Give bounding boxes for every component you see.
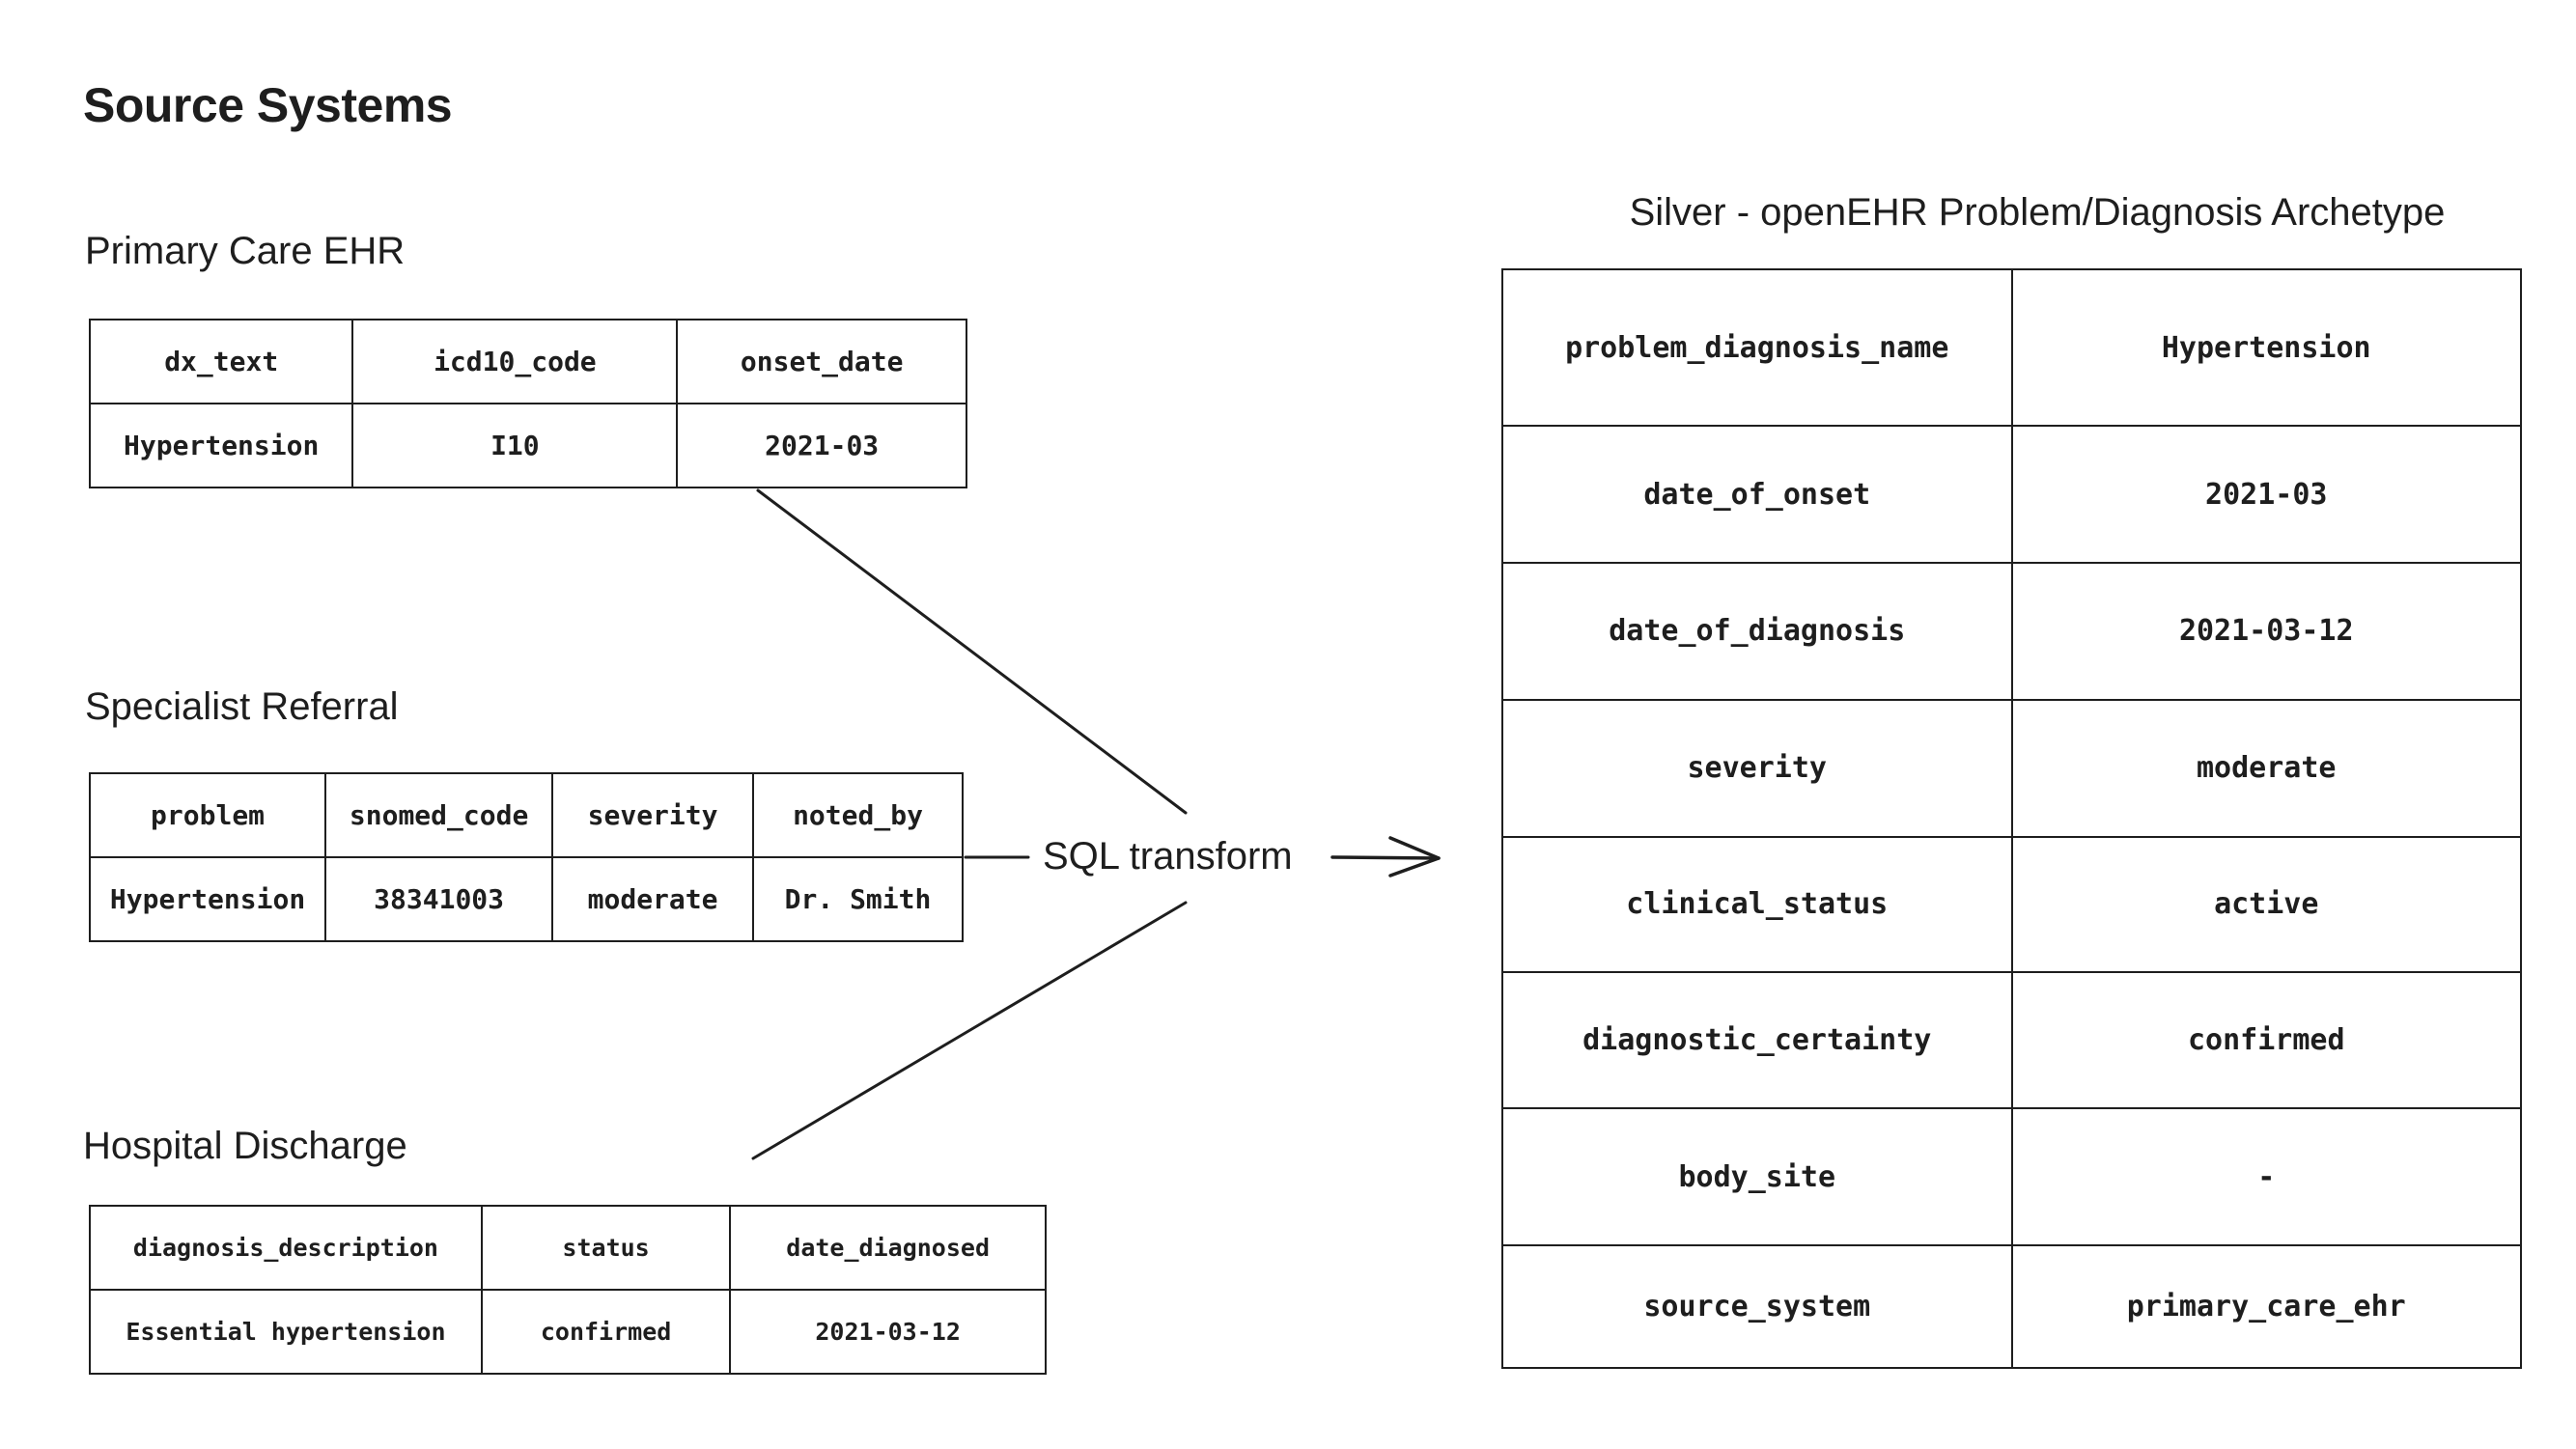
field-name: problem_diagnosis_name <box>1501 267 2013 428</box>
column-header: icd10_code <box>351 319 679 404</box>
column-header: noted_by <box>752 772 964 858</box>
transform-arrow <box>1330 836 1441 878</box>
field-name: date_of_diagnosis <box>1501 561 2013 701</box>
table-cell: Hypertension <box>88 403 354 488</box>
table-header-row: diagnosis_description status date_diagno… <box>89 1205 1047 1291</box>
field-name: clinical_status <box>1501 835 2013 973</box>
table-cell: I10 <box>351 403 679 488</box>
source-label-specialist-referral: Specialist Referral <box>85 685 399 728</box>
table-row: diagnostic_certainty confirmed <box>1501 970 2522 1110</box>
table-row: date_of_onset 2021-03 <box>1501 425 2522 564</box>
field-name: date_of_onset <box>1501 425 2013 564</box>
table-cell: Hypertension <box>88 856 327 942</box>
table-cell: Essential hypertension <box>89 1289 483 1375</box>
column-header: problem <box>88 772 327 858</box>
source-table-primary-care: dx_text icd10_code onset_date Hypertensi… <box>88 319 967 488</box>
column-header: dx_text <box>88 319 354 404</box>
field-value: Hypertension <box>2010 267 2522 428</box>
field-name: source_system <box>1501 1244 2013 1369</box>
source-label-primary-care: Primary Care EHR <box>85 230 406 272</box>
source-label-hospital-discharge: Hospital Discharge <box>83 1125 407 1167</box>
column-header: snomed_code <box>324 772 554 858</box>
table-row: clinical_status active <box>1501 835 2522 973</box>
field-value: primary_care_ehr <box>2010 1244 2522 1369</box>
table-row: Essential hypertension confirmed 2021-03… <box>89 1289 1047 1375</box>
page-title: Source Systems <box>83 78 453 132</box>
connector-primary-care <box>756 488 1188 815</box>
column-header: onset_date <box>676 319 967 404</box>
field-value: moderate <box>2010 698 2522 838</box>
source-table-specialist-referral: problem snomed_code severity noted_by Hy… <box>88 772 964 942</box>
table-cell: 2021-03-12 <box>729 1289 1047 1375</box>
sql-transform-label: SQL transform <box>1043 835 1293 878</box>
table-row: problem_diagnosis_name Hypertension <box>1501 267 2522 428</box>
field-value: - <box>2010 1107 2522 1247</box>
table-row: date_of_diagnosis 2021-03-12 <box>1501 561 2522 701</box>
connector-hospital-discharge <box>751 901 1188 1160</box>
table-cell: 2021-03 <box>676 403 967 488</box>
table-cell: confirmed <box>480 1289 732 1375</box>
field-value: active <box>2010 835 2522 973</box>
table-row: Hypertension I10 2021-03 <box>88 403 967 488</box>
table-cell: 38341003 <box>324 856 554 942</box>
field-value: 2021-03 <box>2010 425 2522 564</box>
column-header: severity <box>551 772 755 858</box>
table-row: source_system primary_care_ehr <box>1501 1244 2522 1369</box>
table-header-row: problem snomed_code severity noted_by <box>88 772 964 858</box>
field-value: confirmed <box>2010 970 2522 1110</box>
column-header: date_diagnosed <box>729 1205 1047 1291</box>
target-title: Silver - openEHR Problem/Diagnosis Arche… <box>1629 191 2446 234</box>
table-cell: moderate <box>551 856 755 942</box>
table-row: severity moderate <box>1501 698 2522 838</box>
source-table-hospital-discharge: diagnosis_description status date_diagno… <box>89 1205 1047 1375</box>
field-name: severity <box>1501 698 2013 838</box>
column-header: diagnosis_description <box>89 1205 483 1291</box>
table-header-row: dx_text icd10_code onset_date <box>88 319 967 404</box>
field-name: diagnostic_certainty <box>1501 970 2013 1110</box>
field-name: body_site <box>1501 1107 2013 1247</box>
table-row: Hypertension 38341003 moderate Dr. Smith <box>88 856 964 942</box>
target-archetype-table: problem_diagnosis_name Hypertension date… <box>1501 267 2522 1369</box>
table-row: body_site - <box>1501 1107 2522 1247</box>
table-cell: Dr. Smith <box>752 856 964 942</box>
column-header: status <box>480 1205 732 1291</box>
field-value: 2021-03-12 <box>2010 561 2522 701</box>
